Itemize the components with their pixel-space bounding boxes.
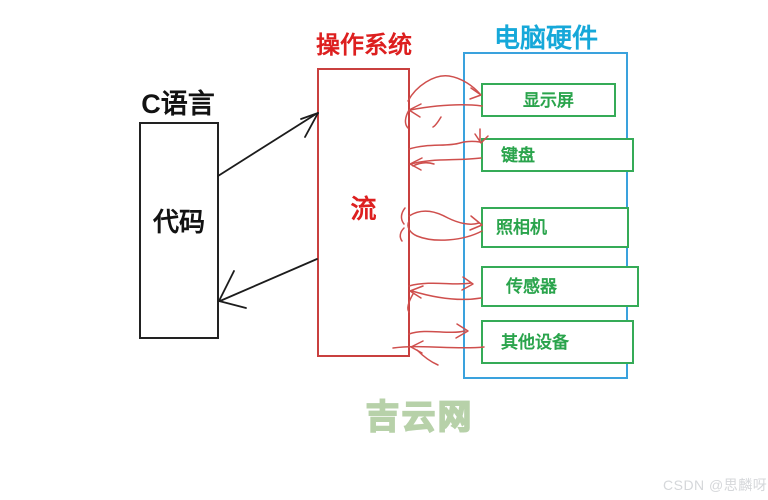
device-box-sensor: 传感器 <box>481 266 639 307</box>
os-box: 流 <box>317 68 410 357</box>
code-box: 代码 <box>139 122 219 339</box>
device-label: 照相机 <box>496 218 547 237</box>
device-label: 传感器 <box>506 277 557 296</box>
device-box-camera: 照相机 <box>481 207 629 248</box>
device-label: 显示屏 <box>523 90 574 110</box>
os-title: 操作系统 <box>316 32 412 59</box>
device-box-keyboard: 键盘 <box>481 138 634 172</box>
hardware-title: 电脑硬件 <box>493 23 599 53</box>
code-box-label: 代码 <box>152 207 205 237</box>
device-label: 键盘 <box>501 145 535 165</box>
arrow-os-other-out <box>408 323 469 339</box>
device-label: 其他设备 <box>501 332 569 352</box>
csdn-credit-watermark: CSDN @思麟呀 <box>663 477 768 493</box>
device-box-display: 显示屏 <box>481 83 616 117</box>
site-watermark: 吉云网 <box>365 398 474 435</box>
os-box-label: 流 <box>350 194 377 224</box>
arrow-os-to-code <box>218 258 318 309</box>
c-language-title: C语言 <box>141 89 215 119</box>
arrow-code-to-os <box>217 112 319 177</box>
device-box-other: 其他设备 <box>481 320 634 364</box>
